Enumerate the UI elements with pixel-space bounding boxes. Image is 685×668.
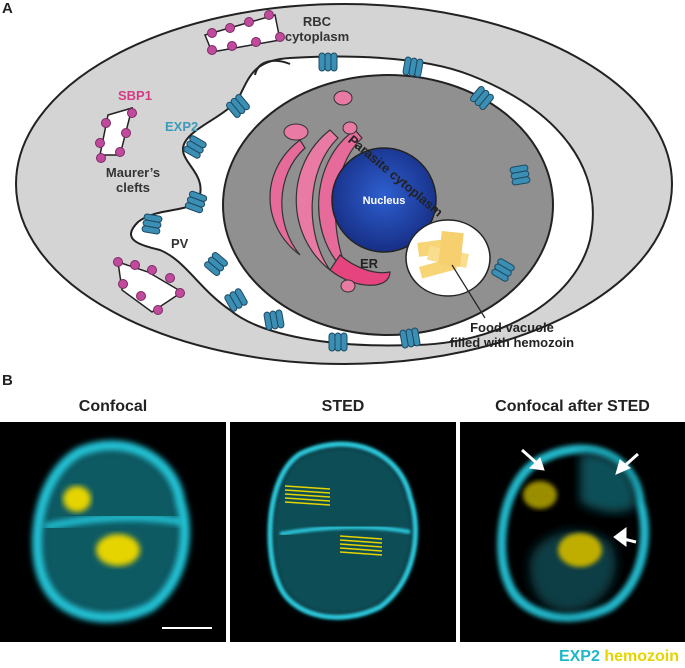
- label-sbp1: SBP1: [118, 88, 152, 103]
- title-sted: STED: [321, 398, 365, 415]
- arrow-icon: [521, 448, 639, 547]
- legend: EXP2 hemozoin: [559, 648, 679, 666]
- micrograph-sted: [230, 422, 456, 642]
- er-blob-1: [283, 123, 309, 141]
- er-blob-3: [342, 121, 358, 135]
- legend-hemozoin: hemozoin: [604, 648, 679, 665]
- label-pv: PV: [171, 236, 189, 251]
- hemozoin-crystals: [417, 230, 470, 279]
- label-er: ER: [360, 256, 379, 271]
- er-crescent-1: [269, 139, 306, 256]
- food-vacuole-pointer: [451, 264, 486, 319]
- legend-exp2: EXP2: [558, 648, 600, 665]
- maurers-cleft-left: [95, 106, 137, 163]
- micrograph-confocal-after-sted: [460, 422, 685, 642]
- nucleus: [331, 147, 437, 253]
- label-rbc-cytoplasm: RBC cytoplasm: [284, 14, 350, 44]
- label-maurers-clefts: Maurer’s clefts: [105, 165, 161, 195]
- parasite-diagram: [15, 3, 673, 365]
- maurers-cleft-bottom: [113, 257, 185, 315]
- maurers-cleft-top: [203, 10, 285, 55]
- panel-b-letter: B: [2, 372, 13, 389]
- micrograph-confocal: [0, 422, 226, 642]
- panel-a-letter: A: [2, 0, 13, 17]
- er-blob-2: [333, 90, 353, 106]
- label-nucleus: Nucleus: [362, 195, 406, 207]
- er-blob-4: [340, 279, 356, 293]
- title-confocal-after-sted: Confocal after STED: [495, 398, 650, 415]
- tvn-extension: [254, 59, 291, 76]
- label-food-vacuole: Food vacuole filled with hemozoin: [449, 320, 575, 350]
- title-confocal: Confocal: [78, 398, 148, 415]
- label-exp2: EXP2: [165, 119, 199, 134]
- exp2-channels: [141, 52, 531, 352]
